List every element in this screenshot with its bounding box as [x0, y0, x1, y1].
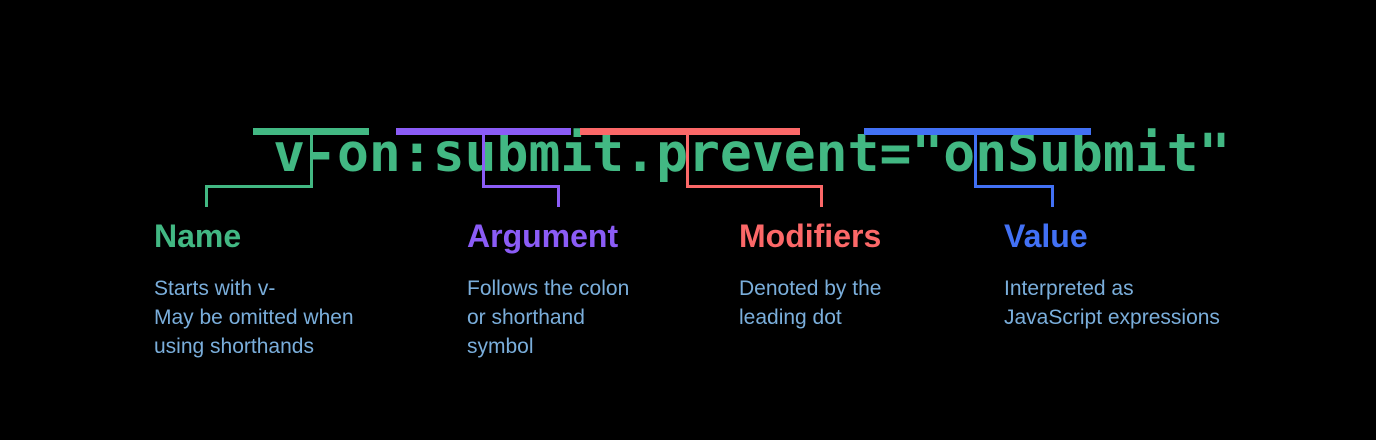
part-title-argument: Argument: [467, 218, 619, 254]
part-description-argument: Follows the colon or shorthand symbol: [467, 277, 630, 358]
code-segment-modifiers: .prevent: [624, 123, 880, 184]
part-column-value: Value Interpreted as JavaScript expressi…: [1004, 216, 1314, 332]
part-description-value: Interpreted as JavaScript expressions: [1004, 277, 1220, 329]
part-column-modifiers: Modifiers Denoted by the leading dot: [739, 216, 989, 332]
code-segment-name: v-on: [273, 123, 401, 184]
part-title-name: Name: [154, 218, 242, 254]
part-description-name: Starts with v- May be omitted when using…: [154, 277, 354, 358]
part-title-modifiers: Modifiers: [739, 218, 882, 254]
code-segment-value: ="onSubmit": [879, 123, 1231, 184]
part-column-name: Name Starts with v- May be omitted when …: [154, 216, 454, 361]
code-segment-argument: :submit: [400, 123, 625, 184]
part-title-value: Value: [1004, 218, 1088, 254]
part-column-argument: Argument Follows the colon or shorthand …: [467, 216, 717, 361]
part-description-modifiers: Denoted by the leading dot: [739, 277, 882, 329]
